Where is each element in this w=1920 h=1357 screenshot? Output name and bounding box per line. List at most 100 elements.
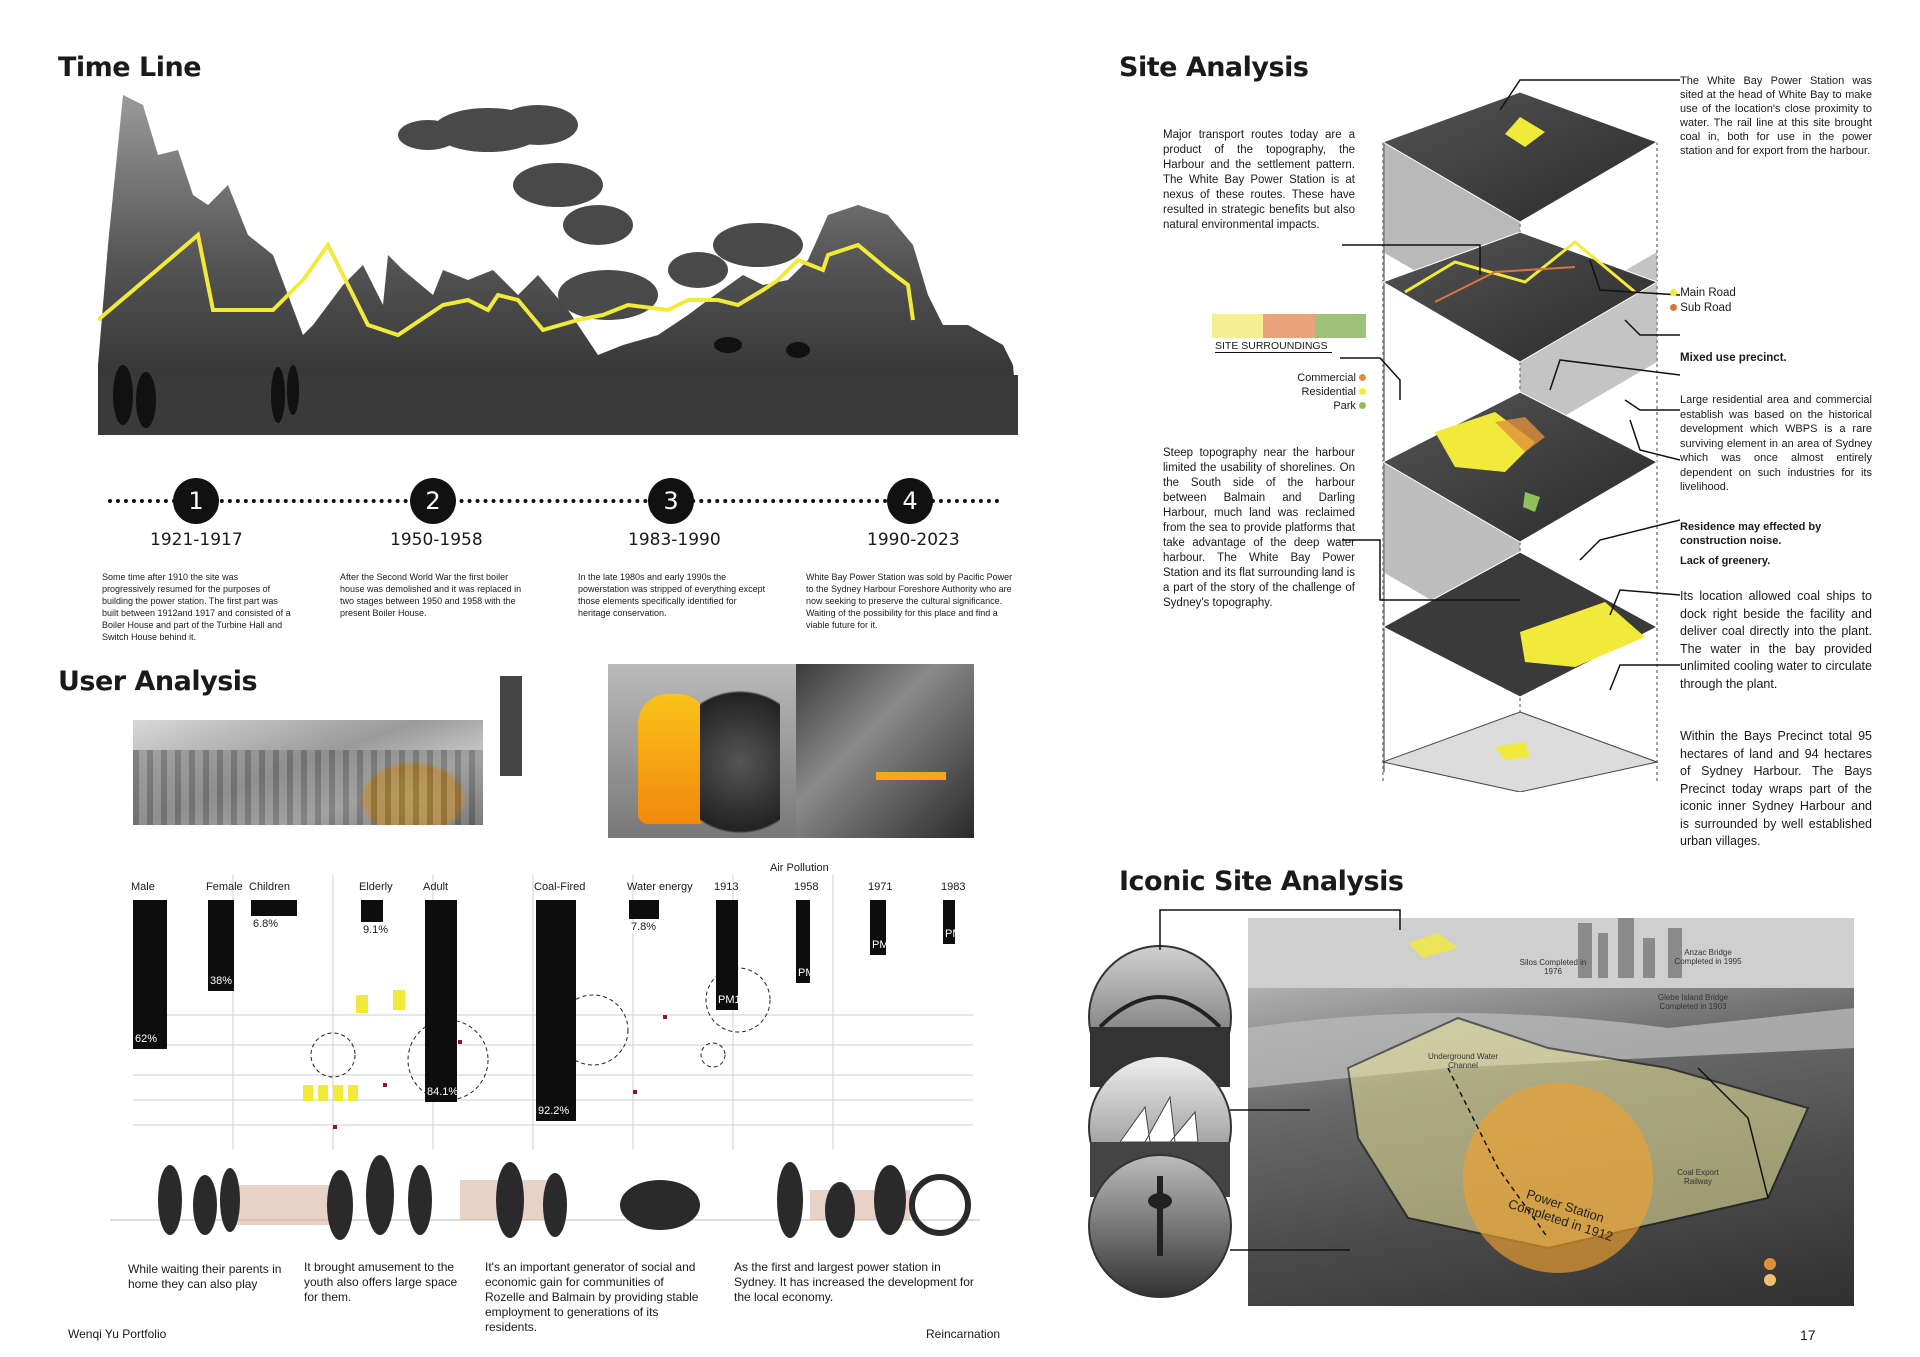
- bar-label-4: Adult: [423, 881, 449, 893]
- bar-0: [133, 900, 167, 1049]
- bar-value-0: 62%: [135, 1032, 158, 1045]
- user-chart: Male 62% Female 38% Children 6.8% Elderly 9.1% A…: [131, 875, 973, 1150]
- bar-label-10: 1983: [941, 881, 966, 893]
- bar-7: [716, 900, 738, 1010]
- bar-4: [425, 900, 457, 1102]
- air-pollution-label: Air Pollution: [770, 862, 829, 874]
- harbour-photo: [796, 664, 974, 838]
- iconic-title: Iconic Site Analysis: [1119, 866, 1404, 897]
- commercial-swatch: [1212, 314, 1264, 338]
- skyline-highlight: [96, 231, 915, 338]
- label-water-channel: Underground Water Channel: [1428, 1052, 1498, 1070]
- aerial-site-photo: Underground Water Channel Power Station …: [1248, 918, 1854, 1306]
- bar-value-6: 7.8%: [631, 920, 657, 933]
- park-swatch: [1314, 314, 1366, 338]
- site-text-transport: Major transport routes today are a produ…: [1163, 129, 1355, 231]
- site-analysis-title: Site Analysis: [1119, 52, 1309, 83]
- user-caption-3: It's an important generator of social an…: [485, 1260, 699, 1334]
- bar-value-4: 84.1%: [427, 1085, 459, 1098]
- power-station-photo-1: [133, 720, 483, 825]
- machine-image: [700, 690, 780, 870]
- chimney-photo: [500, 676, 522, 776]
- bar-label-1: Female: [206, 881, 243, 893]
- mixed-use-note: Mixed use precinct.: [1680, 352, 1787, 364]
- bar-value-7: PM10: [718, 994, 747, 1006]
- timeline-text-3: In the late 1980s and early 1990s the po…: [578, 572, 766, 618]
- bar-label-9: 1971: [868, 881, 893, 893]
- people-collage: [110, 1150, 980, 1260]
- user-analysis-title: User Analysis: [58, 666, 258, 697]
- legend-main-road: Main Road: [1670, 286, 1736, 301]
- bar-3: [361, 900, 383, 922]
- timeline-text-1: Some time after 1910 the site was progre…: [102, 572, 291, 642]
- legend-residential: Residential: [1248, 386, 1366, 398]
- bar-label-8: 1958: [794, 881, 819, 893]
- legend-commercial-label: Commercial: [1297, 372, 1356, 384]
- bar-10: [943, 900, 955, 944]
- site-text-bays-precinct: Within the Bays Precinct total 95 hectar…: [1680, 729, 1872, 848]
- timeline-collage: [96, 95, 1018, 475]
- bar-2: [251, 900, 297, 917]
- surroundings-label: SITE SURROUNDINGS: [1215, 340, 1332, 353]
- timeline-years-2: 1950-1958: [390, 530, 483, 550]
- timeline-text-4: White Bay Power Station was sold by Paci…: [806, 572, 1013, 630]
- legend-commercial: Commercial: [1248, 372, 1366, 384]
- power-station-highlight: [1463, 1083, 1653, 1273]
- timeline-years-3: 1983-1990: [628, 530, 721, 550]
- bar-value-1: 38%: [210, 975, 233, 988]
- bar-value-3: 9.1%: [363, 923, 389, 936]
- bar-label-0: Male: [131, 881, 155, 893]
- industrial-skyline: [98, 95, 1018, 425]
- timeline-marker-1: 1: [173, 478, 219, 524]
- greenery-note: Lack of greenery.: [1680, 555, 1771, 567]
- bar-label-7: 1913: [714, 881, 739, 893]
- bar-value-9: PM5: [872, 939, 895, 951]
- layer-1-location: [1381, 91, 1659, 223]
- bar-label-2: Children: [249, 881, 290, 893]
- label-coal-railway: Coal Export Railway: [1677, 1168, 1719, 1186]
- label-glebe-bridge: Glebe Island Bridge Completed in 1903: [1657, 993, 1729, 1011]
- page-number: 17: [1800, 1327, 1816, 1343]
- legend-sub-road-label: Sub Road: [1680, 302, 1732, 314]
- residence-noise-note: Residence may effected by construction n…: [1680, 521, 1822, 547]
- bar-1: [208, 900, 234, 992]
- site-text-location: The White Bay Power Station was sited at…: [1680, 75, 1872, 157]
- legend-sub-road: Sub Road: [1670, 301, 1736, 316]
- sydney-tower-photo: [1088, 1154, 1232, 1298]
- timeline-marker-4: 4: [887, 478, 933, 524]
- roads-legend: Main Road Sub Road: [1670, 286, 1736, 316]
- timeline-years-4: 1990-2023: [867, 530, 960, 550]
- bar-8: [796, 900, 810, 983]
- footer-author: Wenqi Yu Portfolio: [68, 1327, 167, 1341]
- user-caption-2: It brought amusement to the youth also o…: [304, 1260, 458, 1304]
- surroundings-swatches: [1212, 314, 1366, 338]
- legend-residential-label: Residential: [1301, 386, 1356, 398]
- bar-value-2: 6.8%: [253, 918, 279, 931]
- layered-site-diagram: [1375, 91, 1665, 793]
- site-text-residential: Large residential area and commercial es…: [1680, 394, 1872, 493]
- bar-label-6: Water energy: [627, 881, 693, 893]
- legend-park-label: Park: [1333, 400, 1356, 412]
- bar-6: [629, 900, 659, 919]
- timeline-title: Time Line: [58, 52, 202, 83]
- footer-project: Reincarnation: [926, 1327, 1001, 1341]
- legend-main-road-label: Main Road: [1680, 287, 1736, 299]
- bar-value-8: PM7.5: [798, 966, 830, 979]
- user-caption-1: While waiting their parents in home they…: [128, 1262, 282, 1291]
- bar-value-5: 92.2%: [538, 1105, 570, 1118]
- label-silos: Silos Completed in 1976: [1519, 958, 1587, 976]
- timeline-axis: [108, 499, 1000, 503]
- residential-swatch: [1263, 314, 1315, 338]
- bar-label-3: Elderly: [359, 881, 393, 893]
- timeline-marker-3: 3: [648, 478, 694, 524]
- bar-9: [870, 900, 886, 955]
- legend-park: Park: [1248, 400, 1366, 412]
- site-text-coal-ships: Its location allowed coal ships to dock …: [1680, 589, 1872, 691]
- iconic-connectors: [1159, 909, 1401, 1251]
- user-caption-4: As the first and largest power station i…: [734, 1260, 974, 1304]
- connector-lines: [1340, 79, 1680, 691]
- site-text-topography: Steep topography near the harbour limite…: [1163, 447, 1355, 609]
- timeline-text-2: After the Second World War the first boi…: [340, 572, 522, 618]
- label-anzac-bridge: Anzac Bridge Completed in 1995: [1674, 948, 1742, 966]
- bar-label-5: Coal-Fired: [534, 881, 586, 893]
